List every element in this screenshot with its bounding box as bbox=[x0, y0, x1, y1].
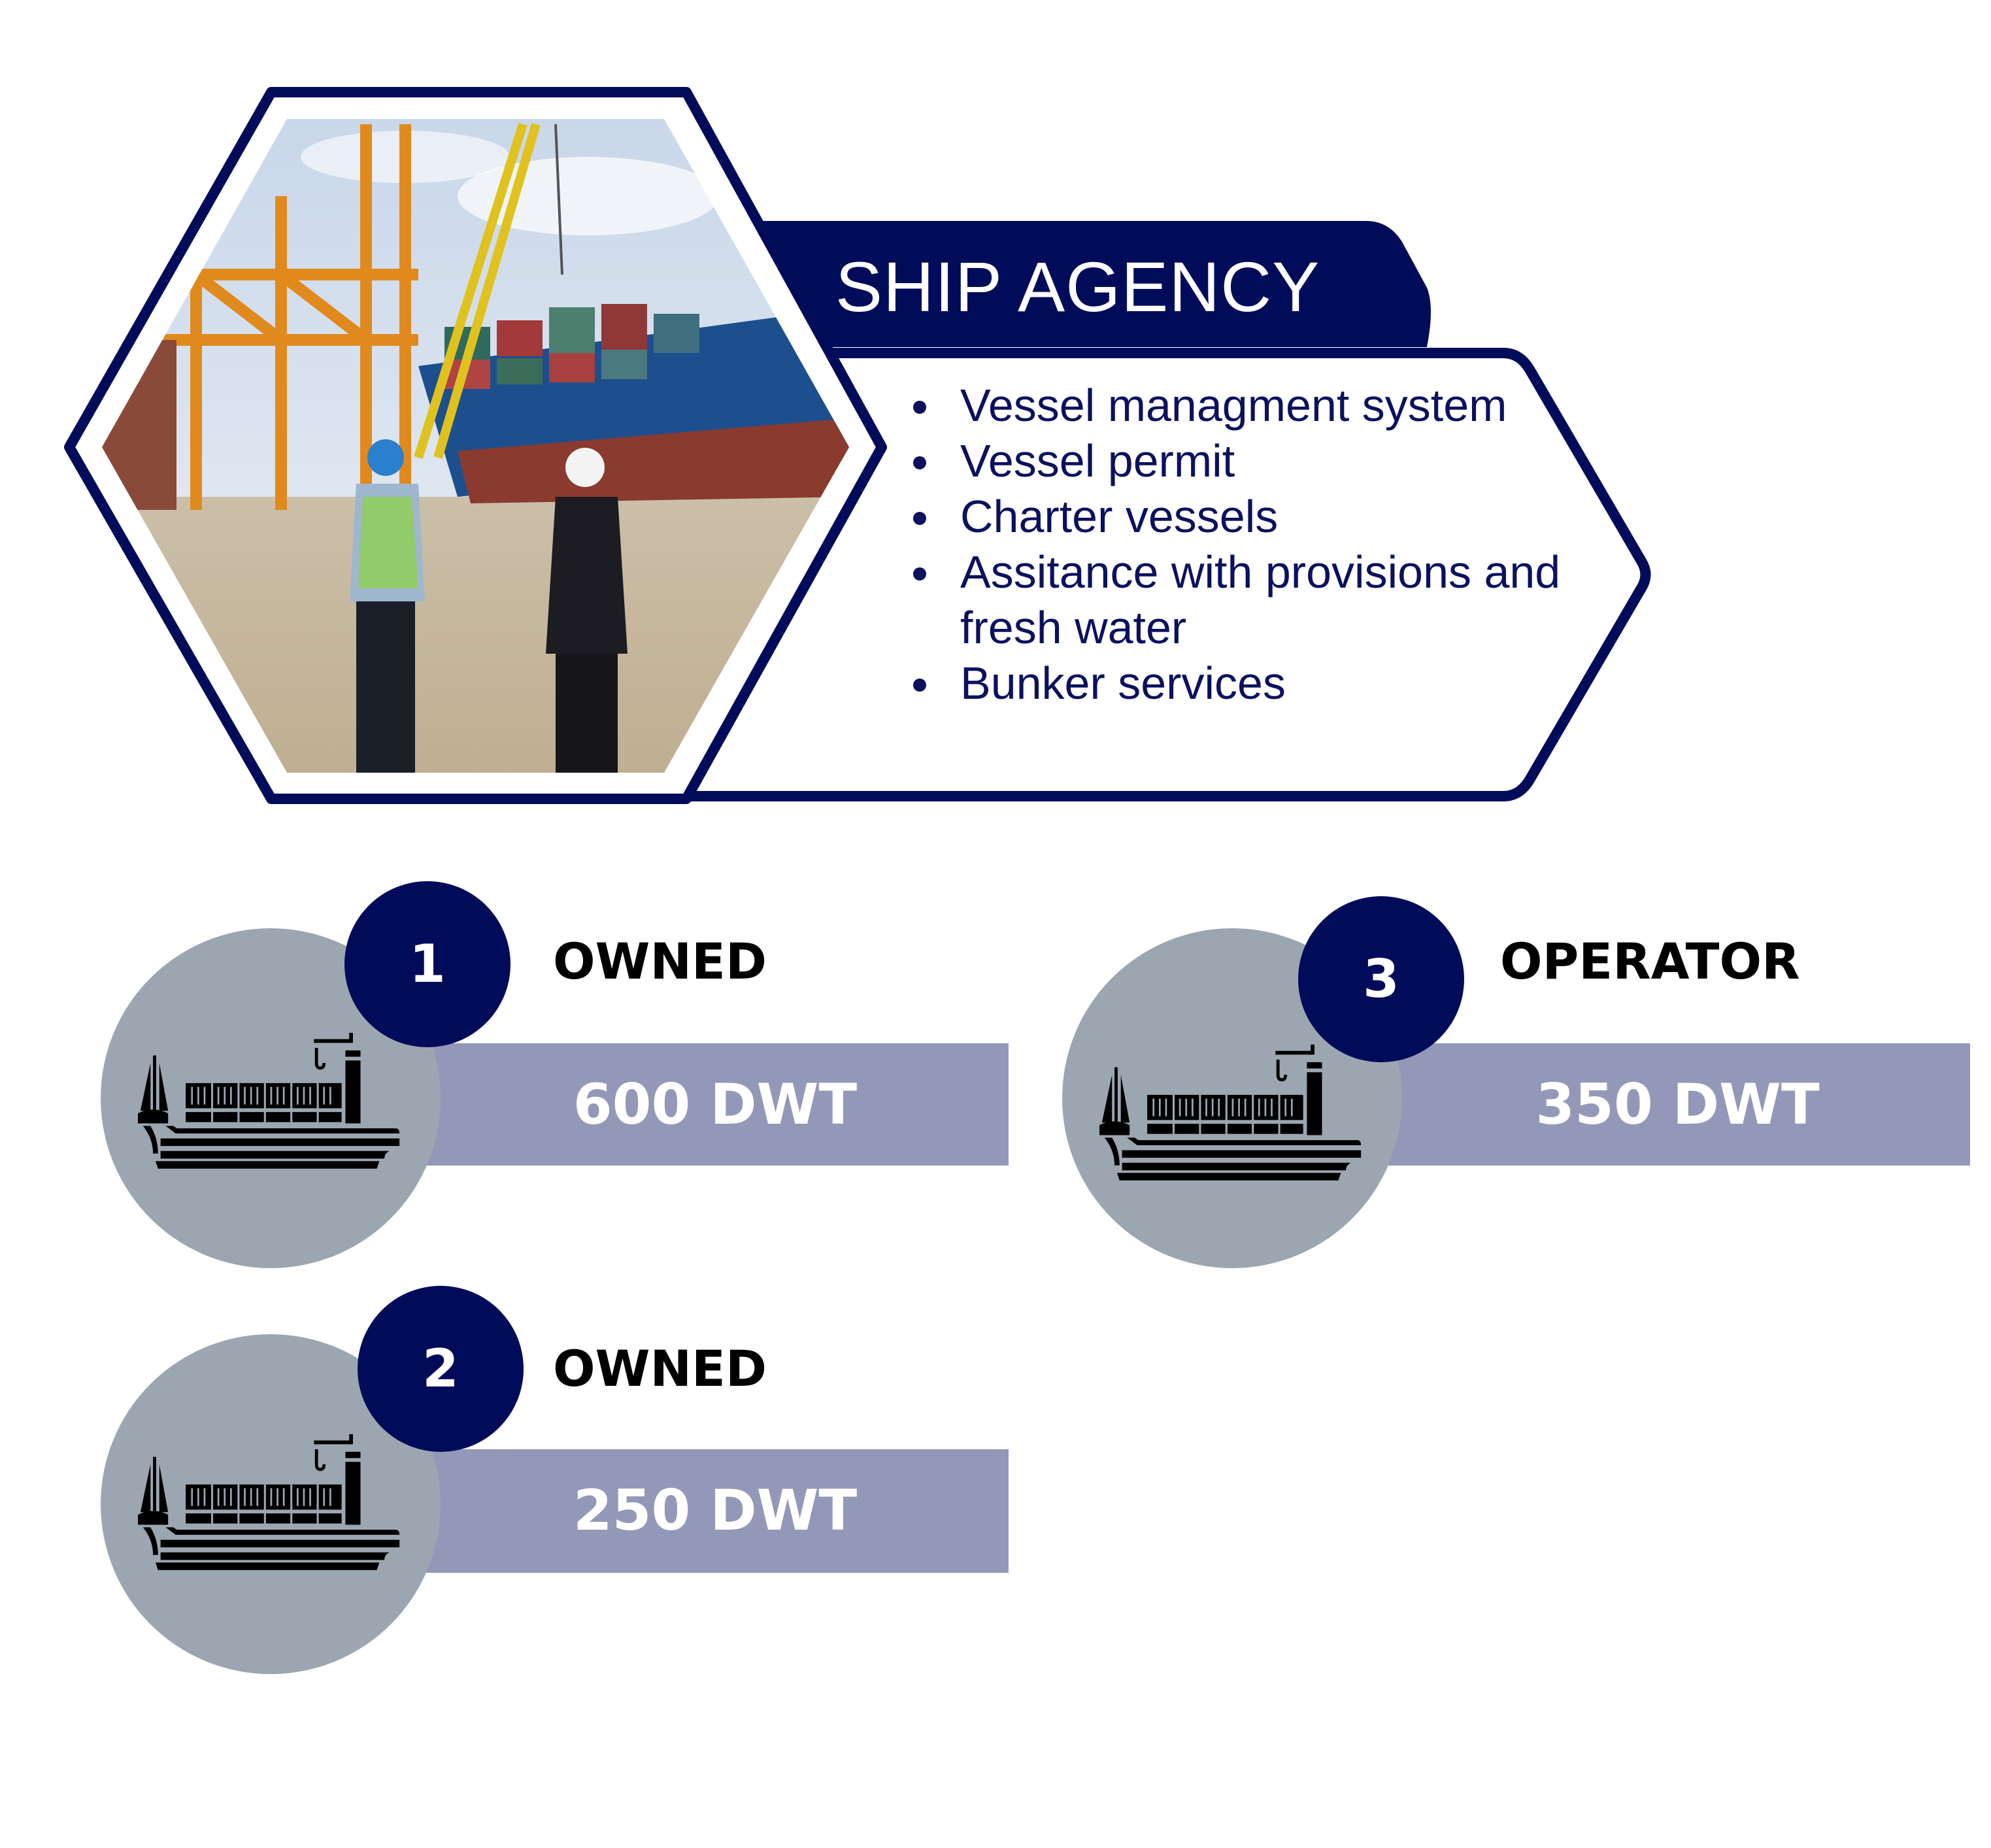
fleet-capacity: 350 DWT bbox=[1535, 1072, 1820, 1137]
page-title: SHIP AGENCY bbox=[835, 247, 1320, 326]
fleet-type-label: OWNED bbox=[553, 1339, 767, 1398]
title-banner bbox=[719, 221, 1431, 347]
service-item: Vessel managment system bbox=[913, 378, 1627, 433]
service-item: Charter vessels bbox=[913, 489, 1627, 545]
fleet-number-badge: 3 bbox=[1363, 949, 1399, 1009]
port-photo bbox=[102, 119, 849, 773]
fleet-number-badge: 1 bbox=[409, 933, 446, 994]
fleet-card-1 bbox=[101, 881, 1009, 1268]
service-item: Vessel permit bbox=[913, 433, 1627, 489]
service-item: Bunker services bbox=[913, 656, 1627, 711]
worker-figure bbox=[350, 439, 425, 773]
services-list: Vessel managment system Vessel permit Ch… bbox=[912, 378, 1627, 711]
fleet-number-badge: 2 bbox=[422, 1338, 459, 1399]
fleet-card-3 bbox=[1062, 896, 1970, 1268]
fleet-type-label: OWNED bbox=[553, 932, 767, 990]
manager-figure bbox=[546, 448, 627, 773]
fleet-capacity: 250 DWT bbox=[573, 1478, 858, 1543]
fleet-type-label: OPERATOR bbox=[1500, 932, 1800, 990]
service-item: Assitance with provisions and fresh wate… bbox=[913, 545, 1627, 656]
fleet-capacity: 600 DWT bbox=[573, 1072, 858, 1137]
fleet-card-2 bbox=[101, 1286, 1009, 1674]
